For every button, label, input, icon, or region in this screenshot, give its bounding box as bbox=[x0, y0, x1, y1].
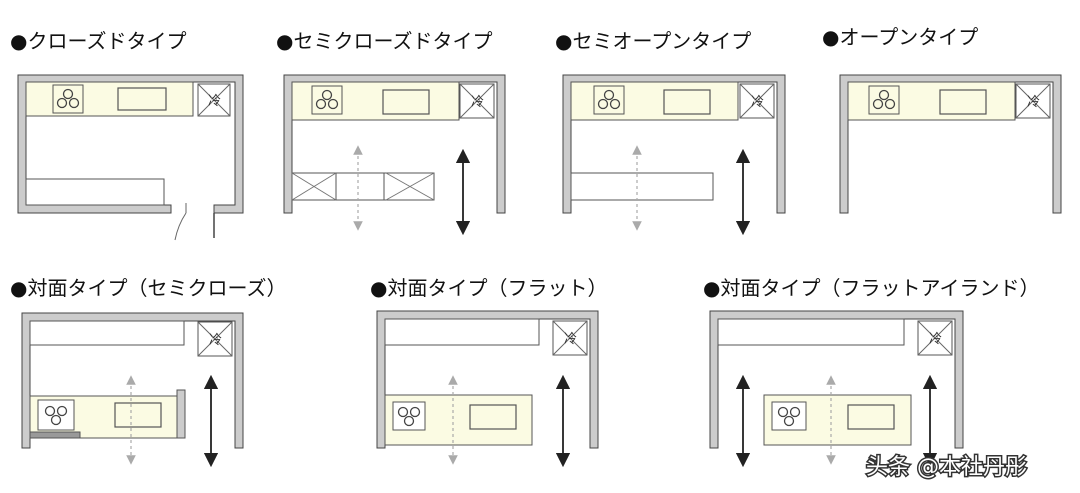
plan-closed: 冷 bbox=[17, 74, 244, 241]
plan-open: 冷 bbox=[839, 74, 1062, 214]
back-counter bbox=[25, 178, 165, 206]
counter bbox=[25, 81, 194, 117]
label-facing-semi-closed: ●対面タイプ（セミクローズ） bbox=[10, 276, 286, 300]
fridge-label: 冷 bbox=[564, 332, 577, 347]
sink bbox=[469, 404, 517, 430]
plan-facing-flat: 冷 bbox=[376, 310, 599, 468]
fridge-label: 冷 bbox=[929, 332, 942, 347]
label-semi-closed-type: ●セミクローズドタイプ bbox=[276, 29, 492, 53]
stove bbox=[311, 85, 343, 115]
stove bbox=[52, 84, 84, 114]
wall-cabinet bbox=[384, 318, 540, 346]
fridge-label: 冷 bbox=[1027, 95, 1040, 110]
fridge-label: 冷 bbox=[209, 333, 222, 348]
sink bbox=[382, 89, 430, 115]
label-facing-flat-island: ●対面タイプ（フラットアイランド） bbox=[703, 276, 1039, 300]
fridge-label: 冷 bbox=[471, 95, 484, 110]
label-open-type: ●オープンタイプ bbox=[822, 25, 978, 49]
label-facing-flat: ●対面タイプ（フラット） bbox=[370, 276, 607, 300]
fridge-label: 冷 bbox=[751, 95, 764, 110]
watermark: 头条 @本社丹彤 bbox=[866, 455, 1027, 480]
sink bbox=[663, 89, 711, 115]
stove bbox=[868, 85, 900, 115]
counter-edge bbox=[29, 431, 81, 439]
fridge-label: 冷 bbox=[208, 94, 221, 109]
side-wall bbox=[176, 389, 186, 439]
label-semi-open-type: ●セミオープンタイプ bbox=[555, 29, 751, 53]
plan-facing-flat-island: 冷 bbox=[709, 310, 964, 468]
plan-semi-open: 冷 bbox=[562, 74, 786, 236]
low-partition bbox=[570, 172, 714, 201]
sink bbox=[114, 402, 162, 428]
sink bbox=[847, 404, 895, 430]
door-swing bbox=[174, 212, 187, 241]
sink bbox=[117, 87, 167, 111]
label-closed-type: ●クローズドタイプ bbox=[10, 29, 186, 53]
plan-facing-semi-closed: 冷 bbox=[21, 312, 244, 468]
wall-cabinet bbox=[717, 318, 905, 346]
sink bbox=[939, 89, 987, 115]
stove bbox=[593, 85, 625, 115]
wall-cabinet bbox=[29, 320, 185, 346]
plan-semi-closed: 冷 bbox=[283, 74, 506, 236]
